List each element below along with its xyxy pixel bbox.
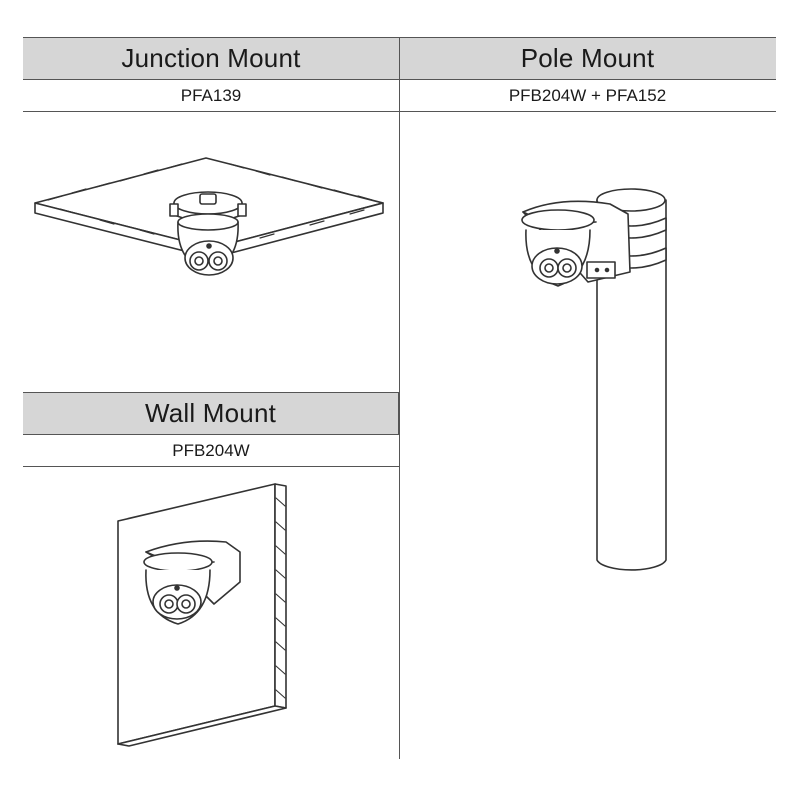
junction-mount-model: PFA139 xyxy=(180,85,242,105)
wall-mount-illustration xyxy=(117,483,287,747)
pole-mount-illustration xyxy=(521,188,667,571)
pole-mount-header: Pole Mount xyxy=(399,37,776,80)
junction-mount-title: Junction Mount xyxy=(121,43,301,73)
pole-mount-model-row: PFB204W + PFA152 xyxy=(399,80,776,112)
wall-mount-title: Wall Mount xyxy=(144,398,277,428)
wall-mount-model: PFB204W xyxy=(172,440,250,460)
junction-mount-model-row: PFA139 xyxy=(23,80,399,112)
wall-mount-header: Wall Mount xyxy=(23,392,399,435)
wall-mount-model-row: PFB204W xyxy=(23,435,399,467)
column-divider xyxy=(399,37,400,759)
junction-mount-header: Junction Mount xyxy=(23,37,399,80)
pole-mount-title: Pole Mount xyxy=(520,43,655,73)
junction-mount-illustration xyxy=(34,157,384,276)
pole-mount-model: PFB204W + PFA152 xyxy=(508,85,667,105)
